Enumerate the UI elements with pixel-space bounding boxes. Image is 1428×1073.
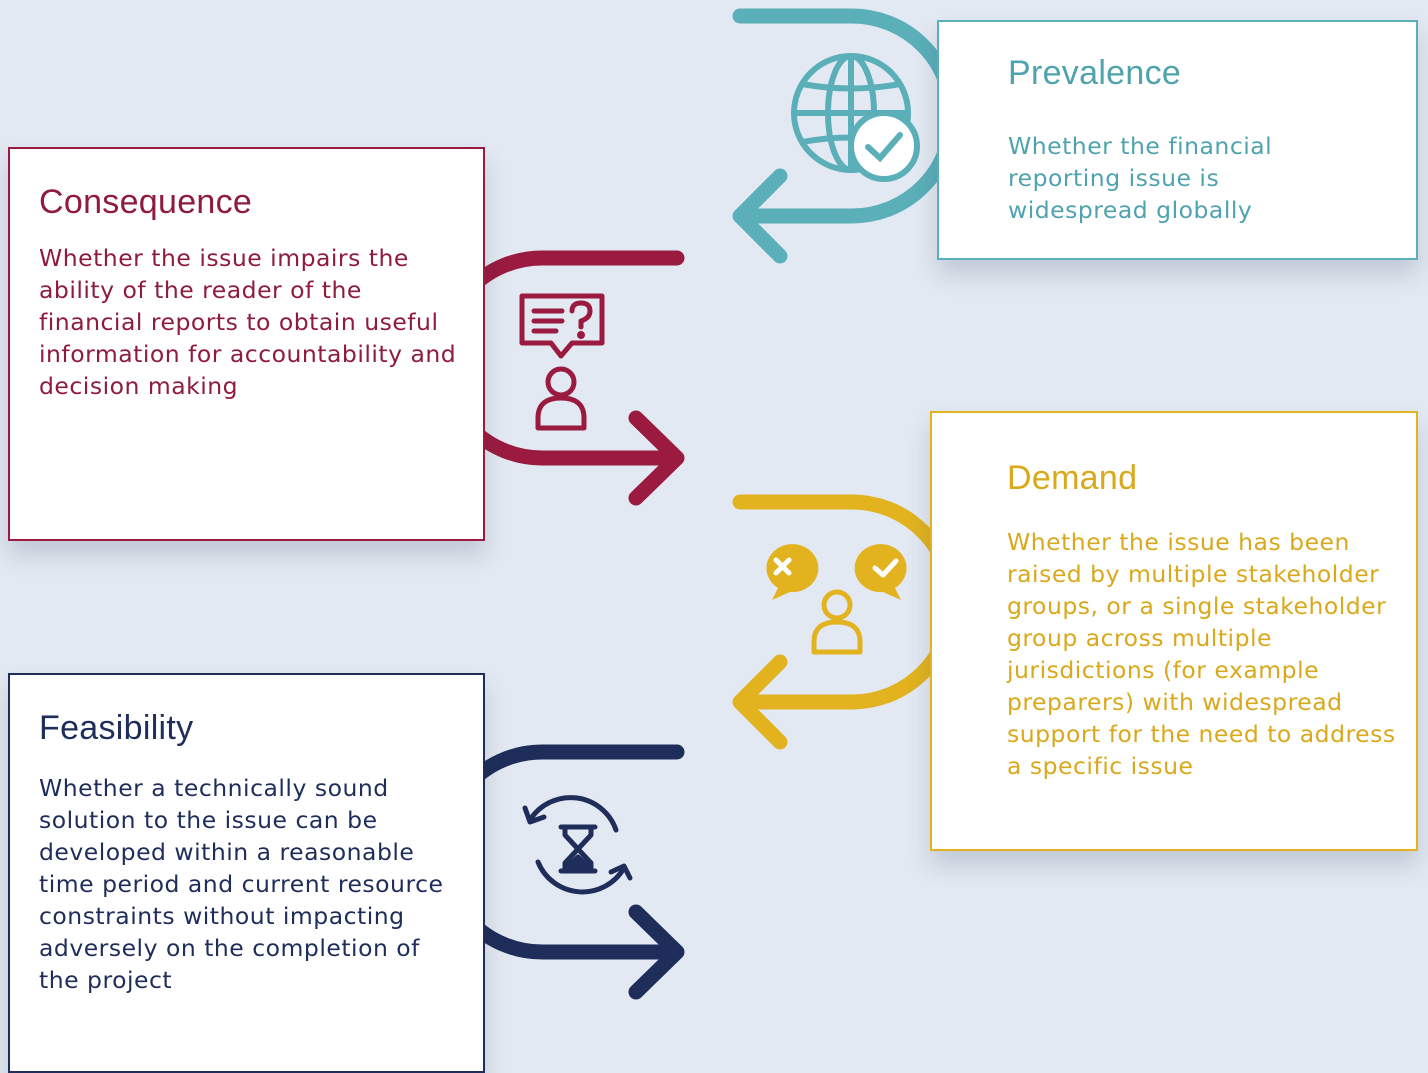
prevalence-card: Prevalence Whether the financial reporti…: [937, 20, 1418, 260]
feasibility-title: Feasibility: [39, 709, 194, 747]
prevalence-description: Whether the financial reporting issue is…: [1008, 132, 1273, 224]
person-yes-no-icon: [766, 544, 907, 655]
consequence-card: Consequence Whether the issue impairs th…: [8, 147, 485, 541]
consequence-description: Whether the issue impairs the ability of…: [39, 244, 457, 400]
feasibility-description: Whether a technically sound solution to …: [39, 774, 444, 994]
prevalence-title: Prevalence: [1008, 54, 1182, 92]
globe-check-icon: [791, 53, 920, 182]
consequence-title: Consequence: [39, 183, 253, 221]
demand-card: Demand Whether the issue has been raised…: [930, 411, 1418, 851]
demand-title: Demand: [1007, 459, 1138, 497]
demand-description: Whether the issue has been raised by mul…: [1007, 528, 1396, 780]
person-question-icon: [519, 293, 605, 431]
feasibility-card: Feasibility Whether a technically sound …: [8, 673, 485, 1073]
hourglass-cycle-icon: [522, 795, 633, 895]
